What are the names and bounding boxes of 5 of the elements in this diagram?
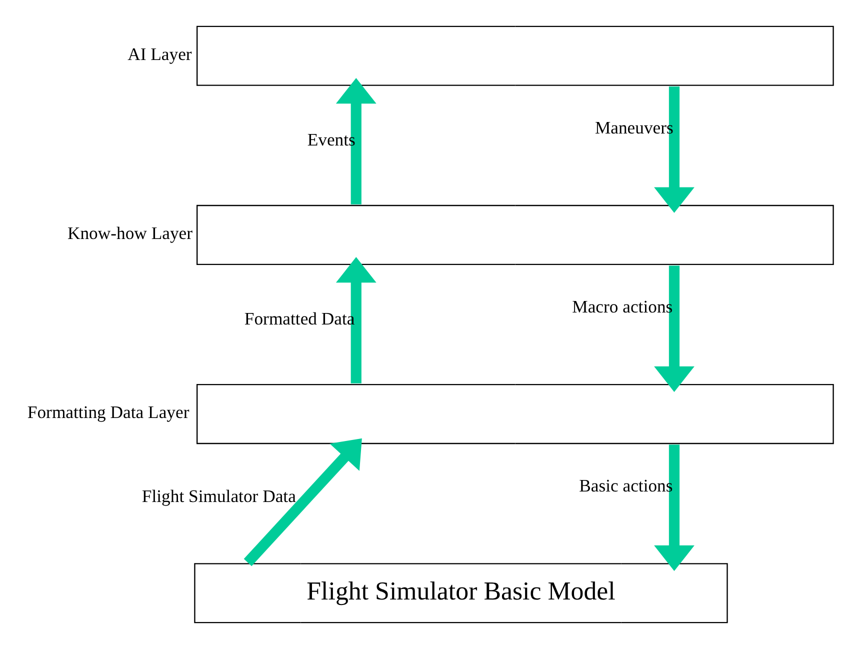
node-text: Flight Simulator Basic Model [306,576,616,606]
node-text: Know-how Layer [67,222,193,243]
node-text: Formatting Data Layer [27,402,190,422]
edge-label: Flight Simulator Data [142,486,296,506]
node-text: AI Layer [128,44,192,64]
